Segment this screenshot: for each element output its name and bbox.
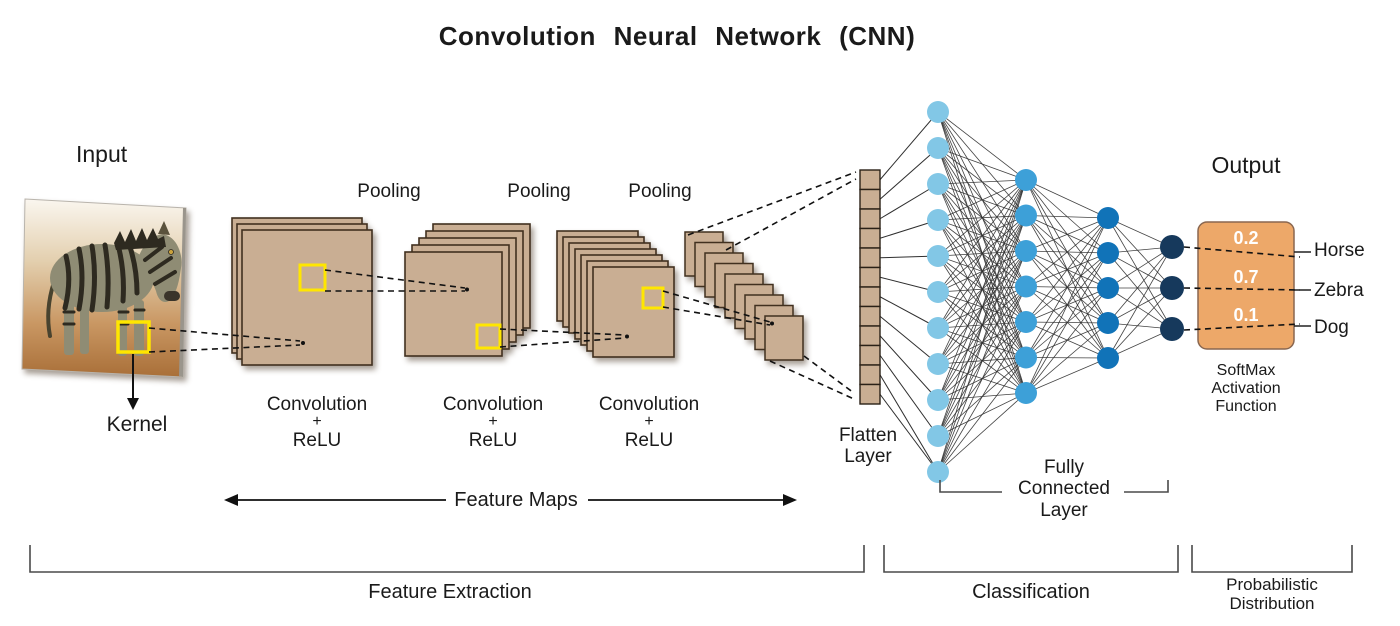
pooling-label-1: Pooling	[357, 181, 421, 202]
conv-relu-label-1: Convolution + ReLU	[266, 394, 368, 451]
softmax-label: SoftMax Activation Function	[1211, 362, 1281, 415]
feature-maps-label: Feature Maps	[454, 489, 578, 511]
kernel-box-conv2	[475, 323, 502, 350]
classification-bracket	[883, 545, 1179, 573]
class-connectors	[1183, 246, 1311, 331]
section-classification: Classification	[972, 581, 1090, 603]
class-label-dog: Dog	[1314, 317, 1349, 338]
flatten-strip	[859, 169, 881, 405]
kernel-box-conv3	[641, 286, 665, 310]
layer-hidden-3	[1097, 207, 1119, 369]
fully-connected-label: Fully Connected Layer	[1018, 457, 1110, 521]
pooled-cascade	[684, 231, 804, 361]
layer-output-nodes	[1160, 235, 1184, 341]
kernel-box-conv1	[298, 263, 327, 292]
conv-relu-label-2: Convolution + ReLU	[442, 394, 544, 451]
network-nodes	[927, 101, 1184, 483]
pooling-label-3: Pooling	[628, 181, 692, 202]
probabilistic-bracket	[1191, 545, 1353, 573]
input-label: Input	[76, 141, 128, 167]
class-label-zebra: Zebra	[1314, 280, 1364, 301]
kernel-arrow	[127, 354, 139, 410]
network-edges	[937, 111, 1173, 473]
output-label: Output	[1211, 152, 1281, 178]
flatten-fan-lines	[879, 111, 939, 473]
feature-extraction-bracket	[29, 545, 865, 573]
prob-value-horse: 0.2	[1233, 228, 1259, 248]
diagram-title: Convolution Neural Network (CNN)	[438, 21, 916, 51]
conv-relu-label-3: Convolution + ReLU	[598, 394, 700, 451]
dashed-connectors	[148, 171, 857, 400]
section-brackets	[29, 545, 1353, 573]
prob-value-zebra: 0.7	[1233, 267, 1259, 287]
prob-value-dog: 0.1	[1233, 305, 1259, 325]
fully-connected-bracket	[939, 480, 1169, 493]
kernel-box-input	[116, 320, 151, 354]
conv-block-3	[556, 230, 675, 358]
section-probabilistic-distribution: Probabilistic Distribution	[1226, 575, 1318, 614]
conv-block-1	[231, 217, 373, 366]
flatten-layer-label: Flatten Layer	[838, 425, 898, 468]
conv-blocks	[231, 217, 675, 366]
kernel-label: Kernel	[106, 413, 168, 436]
pooling-label-2: Pooling	[507, 181, 571, 202]
zebra-illustration	[46, 221, 182, 356]
feature-maps-arrow	[224, 494, 797, 506]
layer-hidden-1	[927, 101, 949, 483]
section-feature-extraction: Feature Extraction	[368, 581, 532, 603]
layer-hidden-2	[1015, 169, 1037, 404]
class-label-horse: Horse	[1314, 240, 1365, 261]
